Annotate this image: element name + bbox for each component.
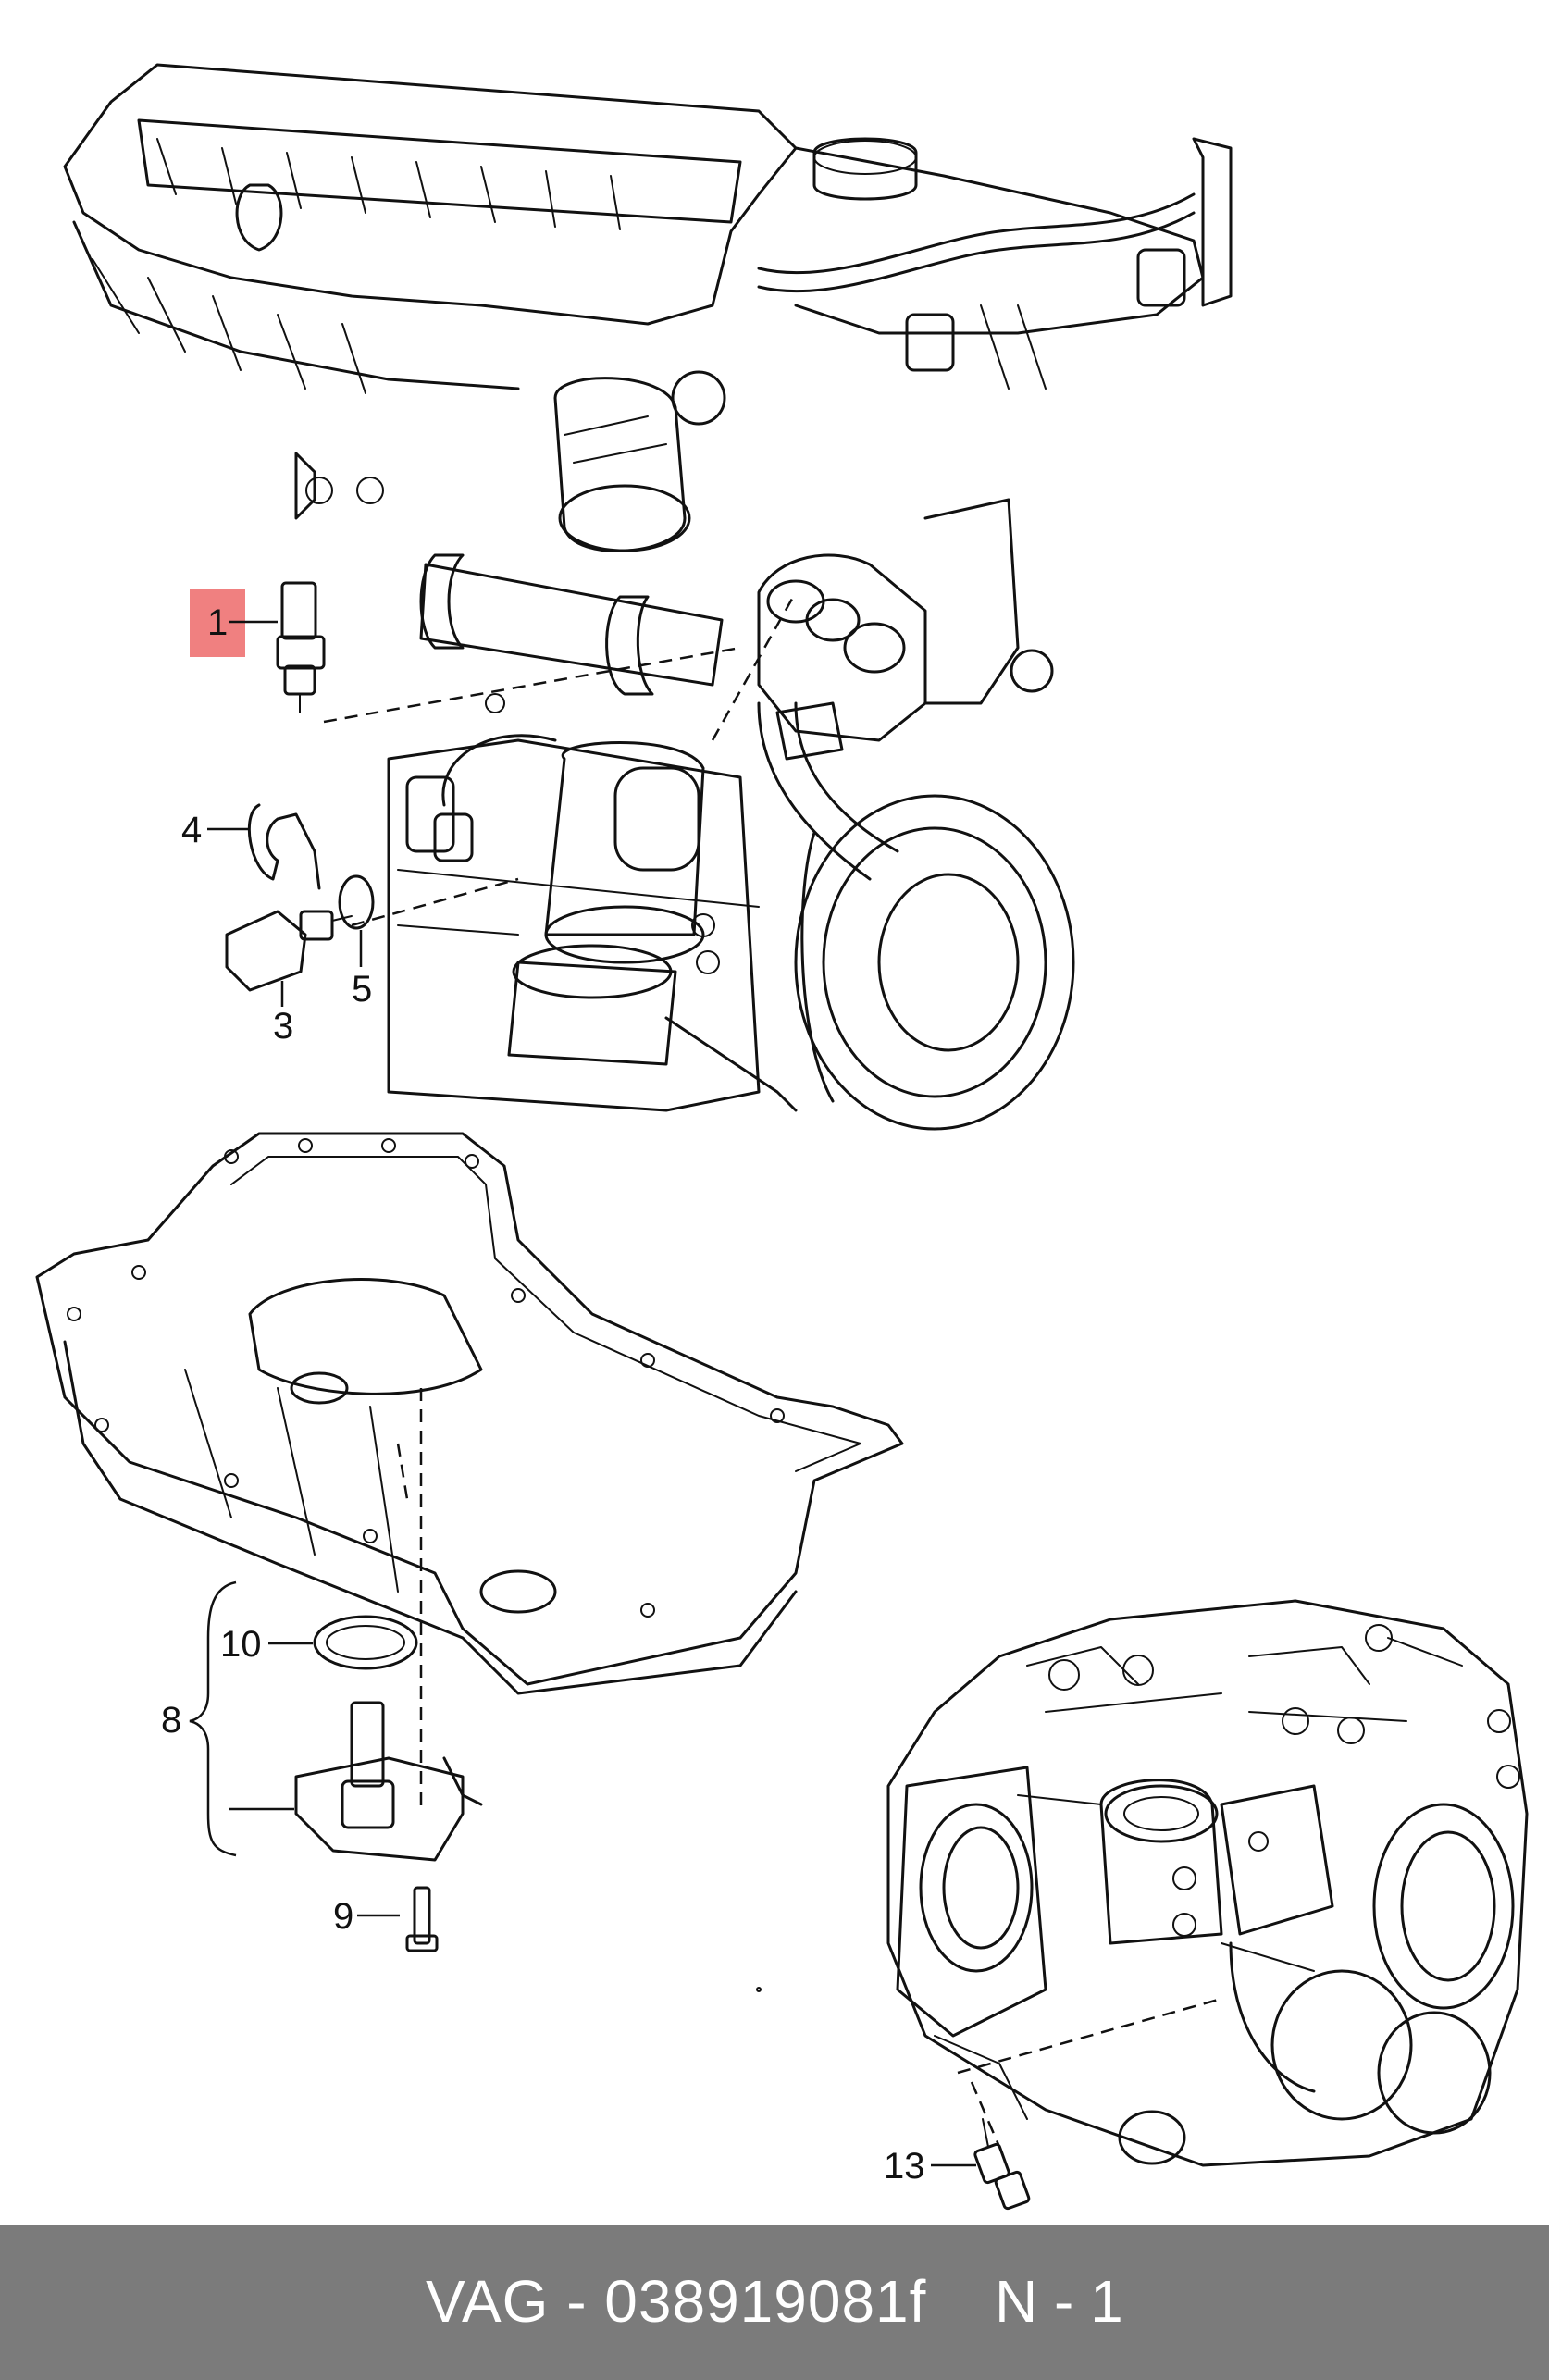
callout-3-label: 3 xyxy=(273,1006,293,1047)
callout-1-label: 1 xyxy=(207,602,228,643)
part-10-seal-ring xyxy=(313,1615,418,1670)
oil-pan-illustration xyxy=(35,1132,904,1695)
callout-8-label: 8 xyxy=(161,1700,181,1741)
callout-5-label: 5 xyxy=(352,969,372,1010)
gearbox-illustration xyxy=(886,1599,1529,2167)
callout-4-label: 4 xyxy=(181,810,202,850)
part-1-coolant-sensor xyxy=(276,581,326,713)
part-8-oil-level-sender xyxy=(294,1701,483,1862)
part-9-bolt xyxy=(405,1886,439,1952)
callout-10-label: 10 xyxy=(220,1624,262,1665)
part-4-retaining-clip xyxy=(247,803,321,890)
part-13-reverse-light-switch xyxy=(973,2118,1031,2211)
footer-bar: VAG - 038919081f N - 1 xyxy=(0,2225,1549,2380)
part-5-seal-ring xyxy=(338,874,375,930)
part-3-sensor xyxy=(225,910,353,992)
part-reference-number: VAG - 038919081f xyxy=(426,2268,927,2335)
engine-block-illustration xyxy=(63,63,1233,1131)
callout-13-label: 13 xyxy=(884,2146,925,2187)
bracket-8 xyxy=(189,1580,237,1857)
diagram-page-label: N - 1 xyxy=(995,2268,1123,2335)
callout-9-label: 9 xyxy=(333,1896,353,1937)
parts-diagram: 1 4 3 5 10 8 9 13 xyxy=(35,63,1529,2211)
